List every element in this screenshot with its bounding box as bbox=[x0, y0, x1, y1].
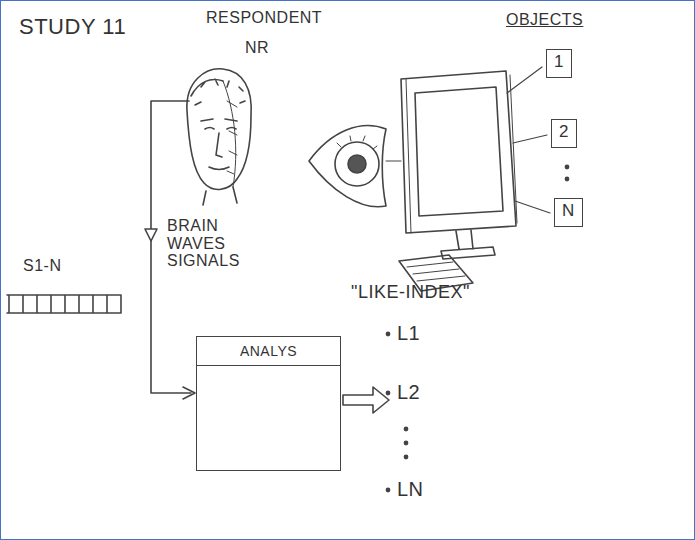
objects-heading: OBJECTS bbox=[506, 11, 583, 29]
object-box: 2 bbox=[551, 119, 577, 148]
object-number: N bbox=[555, 199, 582, 224]
index-item: L2 bbox=[397, 381, 420, 403]
object-box: 1 bbox=[546, 49, 572, 78]
analysis-box: ANALYS bbox=[196, 336, 341, 471]
respondent-label: RESPONDENT bbox=[206, 9, 322, 27]
object-box: N bbox=[554, 198, 583, 227]
index-item: L1 bbox=[397, 322, 420, 344]
respondent-id: NR bbox=[245, 39, 269, 57]
box-header: ANALYS bbox=[197, 337, 340, 366]
object-number: 2 bbox=[552, 120, 576, 145]
index-heading: "LIKE-INDEX" bbox=[351, 283, 470, 303]
signal-series: S1-N bbox=[23, 257, 61, 275]
sketch-title: STUDY 11 bbox=[19, 15, 126, 39]
object-number: 1 bbox=[547, 50, 571, 75]
index-item: LN bbox=[397, 478, 424, 500]
signal-label: BRAIN WAVES SIGNALS bbox=[167, 217, 257, 270]
